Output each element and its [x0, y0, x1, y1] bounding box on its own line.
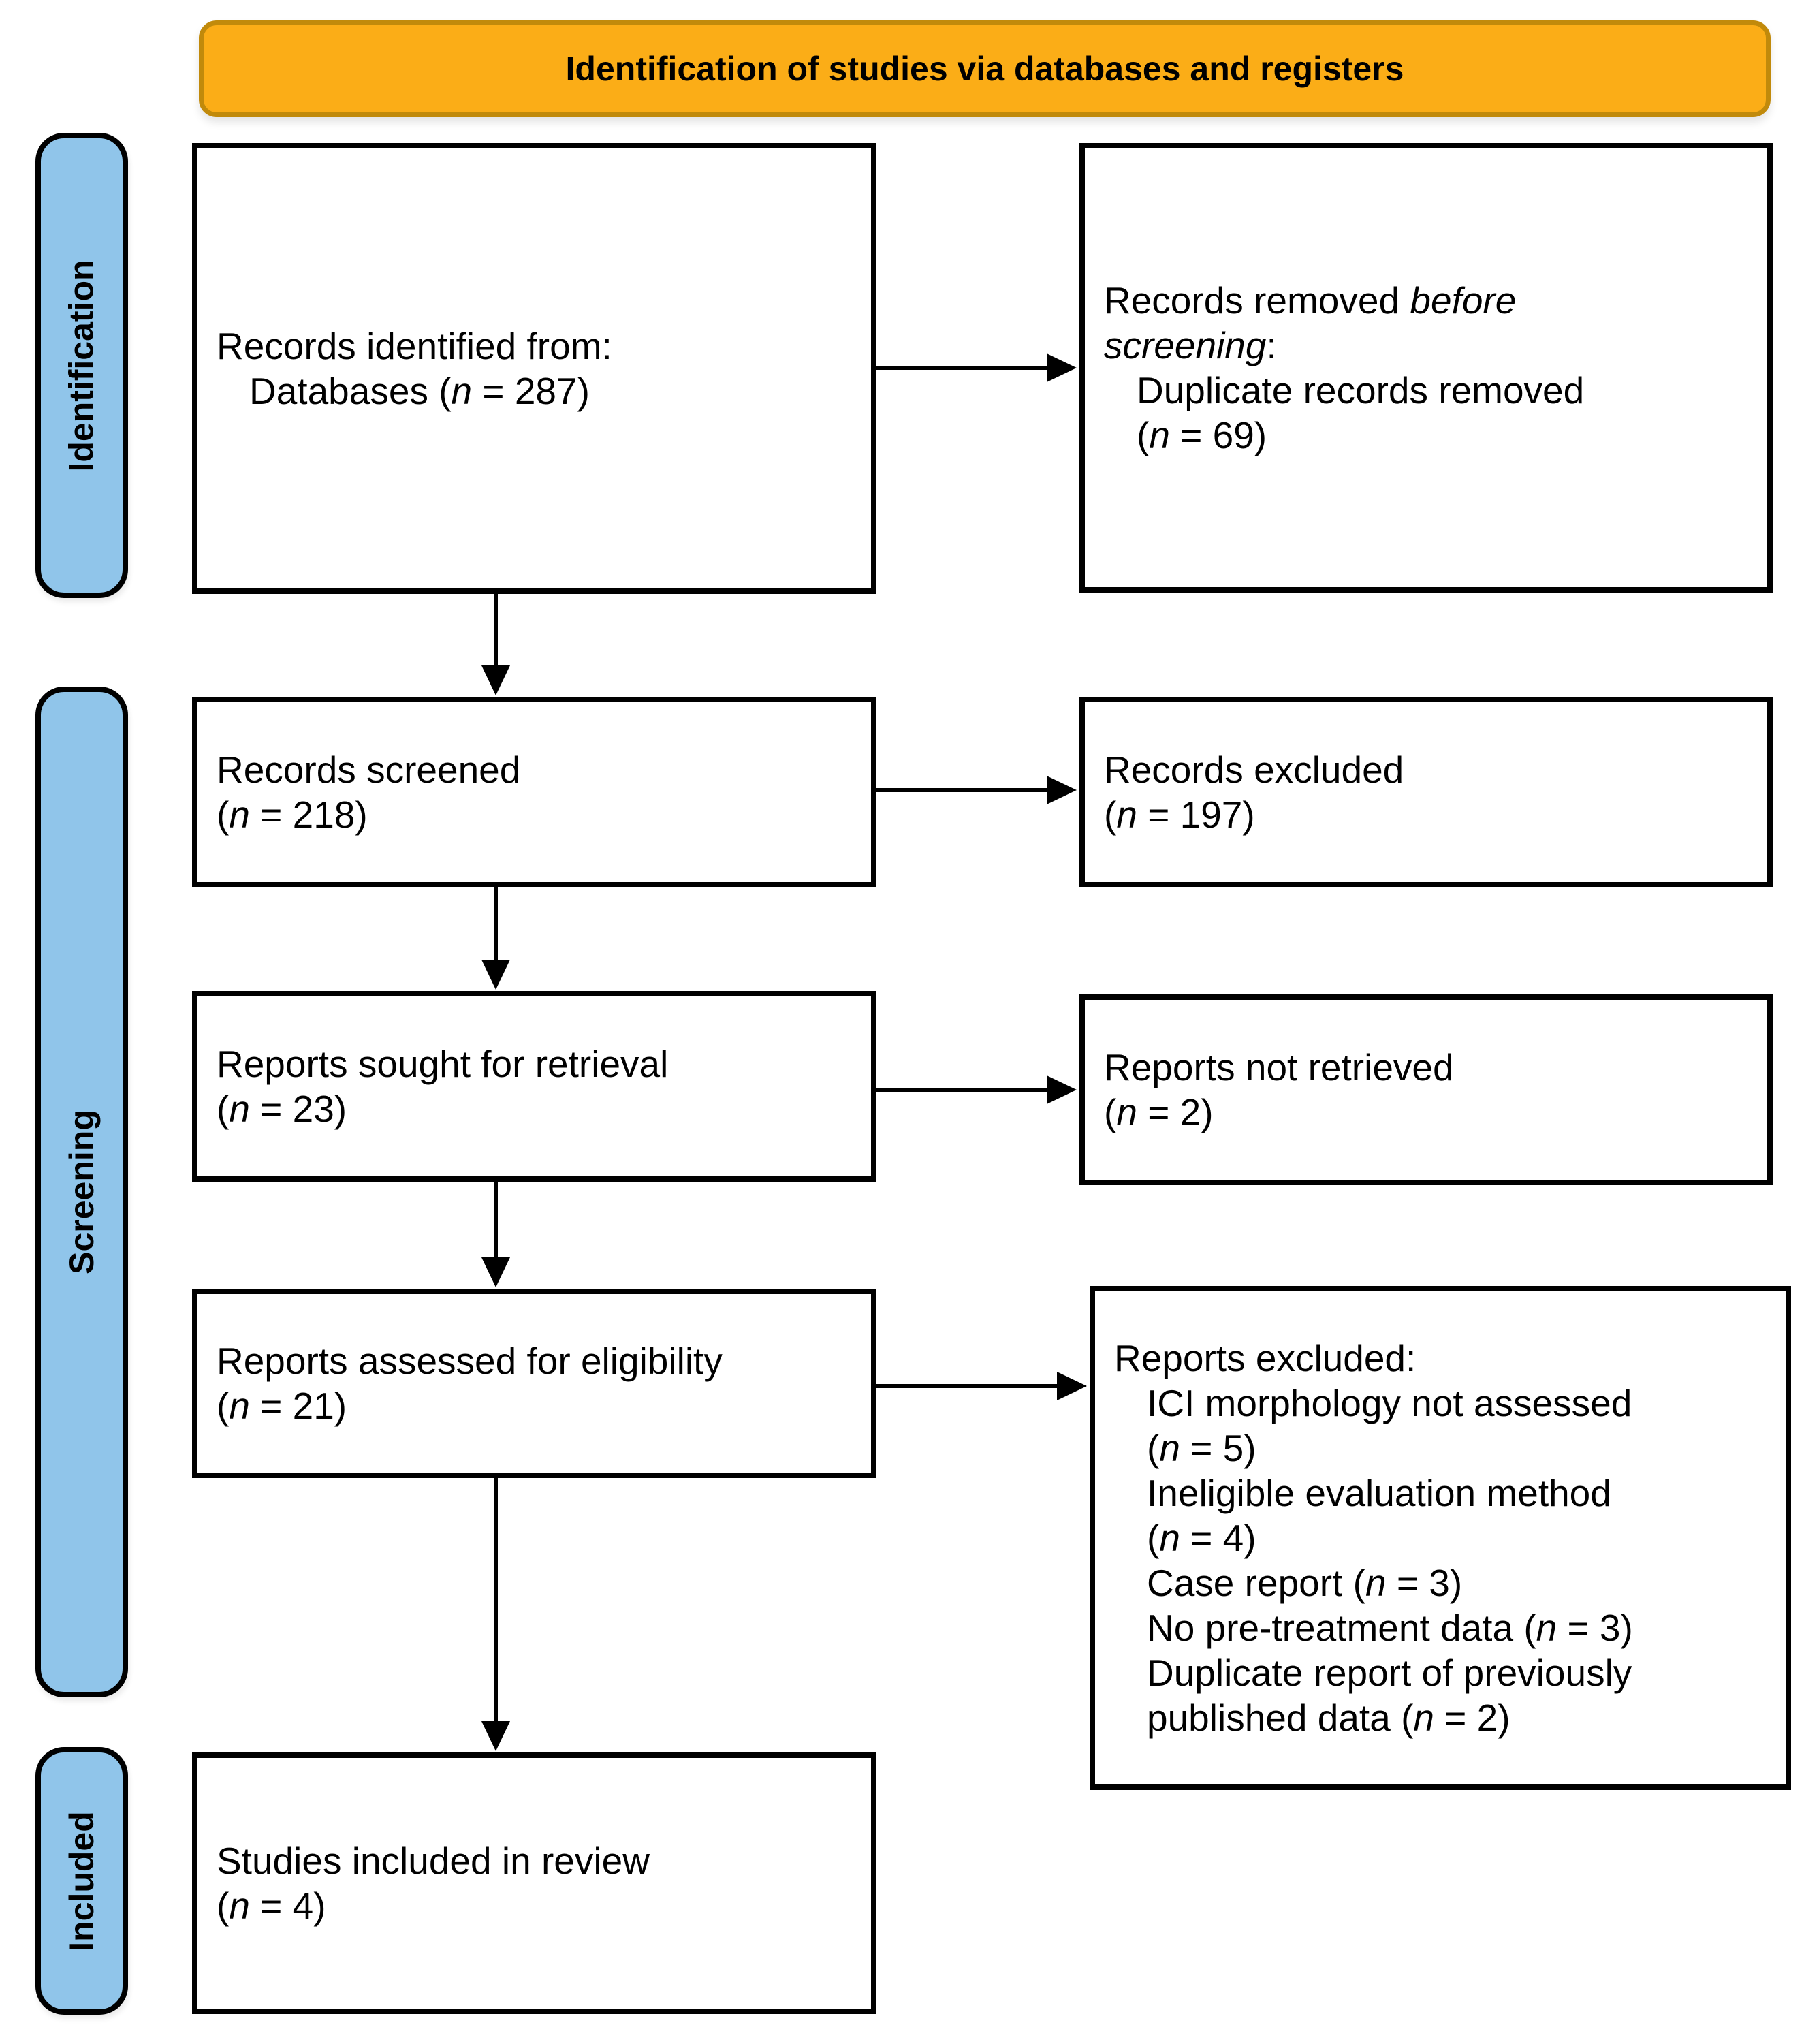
box-reports-sought-for-retrieval: Reports sought for retrieval(n = 23) [192, 991, 876, 1182]
arrow-screened-to-sought [481, 887, 510, 990]
box-text-line: Records excluded [1104, 749, 1404, 791]
phase-label-screening-text: Screening [63, 1110, 101, 1274]
box-text-line: Duplicate report of previously [1147, 1652, 1632, 1694]
box-text-line: Records identified from: [217, 325, 612, 367]
box-text-line: No pre-treatment data (n = 3) [1147, 1607, 1633, 1649]
arrow-identified-to-screened [481, 594, 510, 695]
phase-label-included: Included [35, 1747, 128, 2015]
box-text-line: (n = 2) [1104, 1091, 1214, 1133]
box-text-line: published data (n = 2) [1147, 1697, 1510, 1739]
box-studies-included-in-review: Studies included in review(n = 4) [192, 1752, 876, 2014]
box-text-line: Case report (n = 3) [1147, 1562, 1463, 1604]
box-text-line: (n = 4) [1147, 1517, 1256, 1559]
box-text-line: (n = 21) [217, 1385, 347, 1427]
arrow-sought-to-assessed [481, 1182, 510, 1287]
box-reports-assessed-for-eligibility: Reports assessed for eligibility(n = 21) [192, 1289, 876, 1478]
box-text-line: Reports sought for retrieval [217, 1043, 669, 1085]
box-text-line: Records removed before [1104, 279, 1517, 321]
arrow-identified-to-removed [876, 353, 1077, 382]
box-text-line: Reports excluded: [1114, 1337, 1417, 1379]
phase-label-screening: Screening [35, 687, 128, 1697]
box-text-line: Databases (n = 287) [249, 370, 590, 412]
box-text-line: Duplicate records removed [1137, 369, 1585, 411]
header-banner: Identification of studies via databases … [199, 20, 1771, 117]
phase-label-identification: Identification [35, 133, 128, 598]
box-text-line: (n = 197) [1104, 793, 1255, 836]
box-records-excluded: Records excluded(n = 197) [1079, 697, 1773, 887]
box-reports-not-retrieved: Reports not retrieved(n = 2) [1079, 994, 1773, 1185]
phase-label-included-text: Included [63, 1810, 101, 1951]
box-text-line: (n = 4) [217, 1885, 326, 1927]
box-text-line: Reports not retrieved [1104, 1046, 1454, 1088]
arrow-assessed-to-included [481, 1478, 510, 1751]
box-text-line: (n = 23) [217, 1088, 347, 1130]
box-text-line: Records screened [217, 749, 521, 791]
box-records-screened: Records screened(n = 218) [192, 697, 876, 887]
box-text-line: (n = 69) [1137, 414, 1267, 456]
arrow-assessed-to-excluded-reasons [876, 1372, 1087, 1400]
box-text-line: screening: [1104, 324, 1277, 366]
header-title: Identification of studies via databases … [565, 50, 1404, 88]
arrow-screened-to-excluded [876, 776, 1077, 804]
phase-label-identification-text: Identification [63, 259, 101, 472]
box-text-line: Studies included in review [217, 1840, 650, 1882]
box-records-identified: Records identified from:Databases (n = 2… [192, 143, 876, 594]
arrow-sought-to-not-retrieved [876, 1075, 1077, 1104]
box-text-line: Ineligible evaluation method [1147, 1472, 1611, 1514]
box-reports-excluded-reasons: Reports excluded:ICI morphology not asse… [1090, 1286, 1791, 1790]
box-text-line: ICI morphology not assessed [1147, 1382, 1632, 1424]
box-text-line: (n = 5) [1147, 1427, 1256, 1469]
box-text-line: (n = 218) [217, 793, 368, 836]
box-text-line: Reports assessed for eligibility [217, 1340, 723, 1382]
